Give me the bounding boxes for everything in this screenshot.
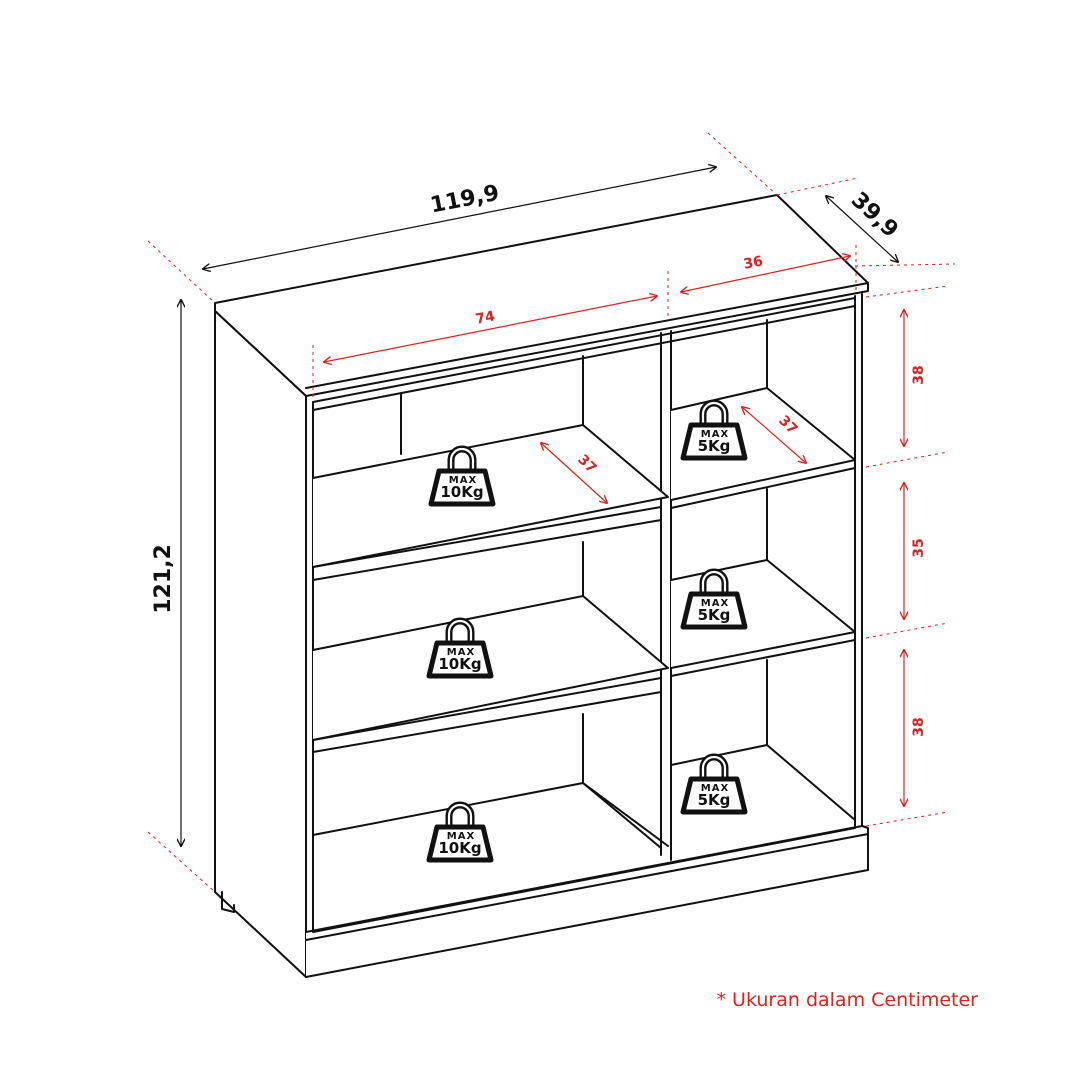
dimension-lines-black bbox=[181, 167, 898, 846]
right-height-bottom-label: 38 bbox=[911, 717, 927, 736]
cabinet bbox=[214, 194, 869, 978]
inner-width-right-label: 36 bbox=[742, 253, 764, 272]
svg-text:MAX: MAX bbox=[449, 475, 477, 486]
svg-text:MAX: MAX bbox=[447, 647, 475, 658]
unit-note: * Ukuran dalam Centimeter bbox=[717, 989, 979, 1011]
weight-icon: MAX 5Kg bbox=[683, 572, 745, 627]
svg-text:5Kg: 5Kg bbox=[698, 606, 731, 624]
left-side-panel bbox=[214, 310, 307, 978]
svg-text:10Kg: 10Kg bbox=[440, 483, 483, 501]
weight-icon: MAX 5Kg bbox=[683, 403, 745, 458]
svg-text:5Kg: 5Kg bbox=[698, 437, 731, 455]
svg-text:10Kg: 10Kg bbox=[438, 655, 481, 673]
svg-text:MAX: MAX bbox=[701, 598, 729, 609]
svg-text:MAX: MAX bbox=[447, 831, 475, 842]
width-label: 119,9 bbox=[428, 181, 501, 219]
inner-width-left-label: 74 bbox=[474, 308, 496, 327]
depth-label: 39,9 bbox=[846, 188, 903, 243]
weight-icon: MAX 10Kg bbox=[431, 449, 493, 504]
weight-icon: MAX 10Kg bbox=[429, 621, 491, 676]
weight-icon: MAX 5Kg bbox=[683, 757, 745, 812]
svg-text:MAX: MAX bbox=[701, 783, 729, 794]
dimension-lines-red bbox=[324, 256, 904, 806]
right-height-middle-label: 35 bbox=[911, 538, 927, 557]
svg-text:10Kg: 10Kg bbox=[438, 839, 481, 857]
plinth bbox=[305, 825, 869, 978]
right-height-top-label: 38 bbox=[911, 365, 927, 384]
svg-text:5Kg: 5Kg bbox=[698, 791, 731, 809]
height-label: 121,2 bbox=[151, 544, 176, 614]
svg-text:MAX: MAX bbox=[701, 429, 729, 440]
guide-lines-red bbox=[147, 132, 956, 893]
weight-icon: MAX 10Kg bbox=[429, 805, 491, 860]
